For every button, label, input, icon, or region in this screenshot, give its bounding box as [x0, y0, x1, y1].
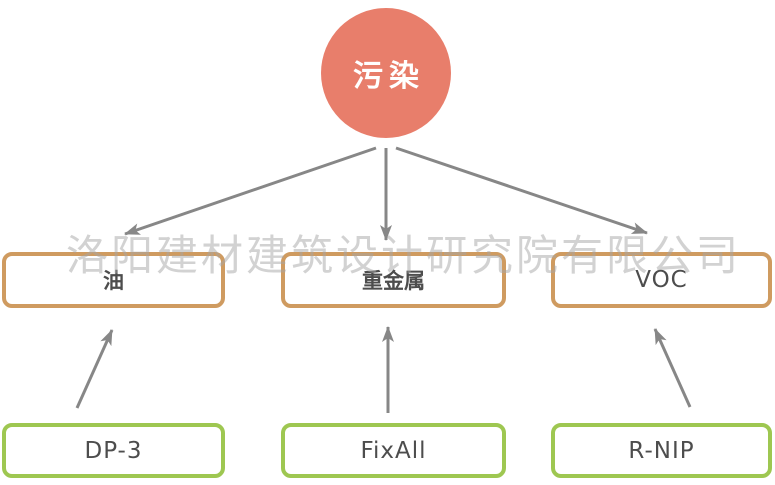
node-fixall-label: FixAll: [360, 437, 427, 464]
node-heavy-metal: 重金属: [281, 252, 506, 308]
node-rnip-label: R-NIP: [628, 437, 695, 464]
node-pollution: 污染: [321, 8, 451, 138]
node-fixall: FixAll: [281, 423, 506, 478]
node-dp3-label: DP-3: [84, 437, 143, 464]
node-pollution-label: 污染: [353, 59, 425, 94]
node-dp3: DP-3: [2, 423, 225, 478]
arrow-pollution-to-voc: [395, 146, 648, 235]
node-voc-label: VOC: [635, 267, 688, 293]
node-rnip: R-NIP: [551, 423, 772, 478]
arrow-dp3-to-oil: [75, 329, 114, 409]
node-heavy-metal-label: 重金属: [362, 269, 425, 293]
node-oil: 油: [2, 252, 225, 308]
node-voc: VOC: [551, 252, 772, 308]
arrow-pollution-to-oil: [124, 146, 377, 236]
arrow-rnip-to-voc: [653, 328, 692, 408]
node-oil-label: 油: [103, 269, 124, 293]
